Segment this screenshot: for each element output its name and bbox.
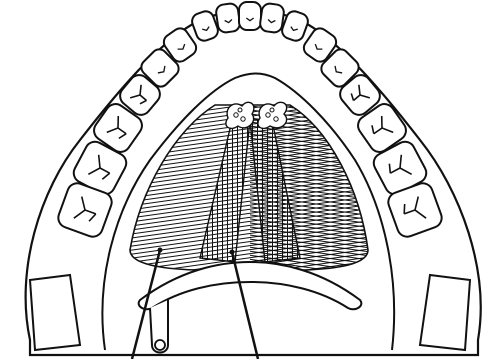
mental-foramen [155, 340, 165, 350]
pointer-dot-left [158, 248, 163, 253]
right-retromolar-pad [420, 275, 470, 350]
anterior-tooth [259, 3, 285, 34]
anterior-tooth [215, 3, 241, 34]
pointer-dot-right [230, 250, 235, 255]
anterior-tooth [239, 2, 261, 30]
left-retromolar-pad [30, 275, 80, 350]
